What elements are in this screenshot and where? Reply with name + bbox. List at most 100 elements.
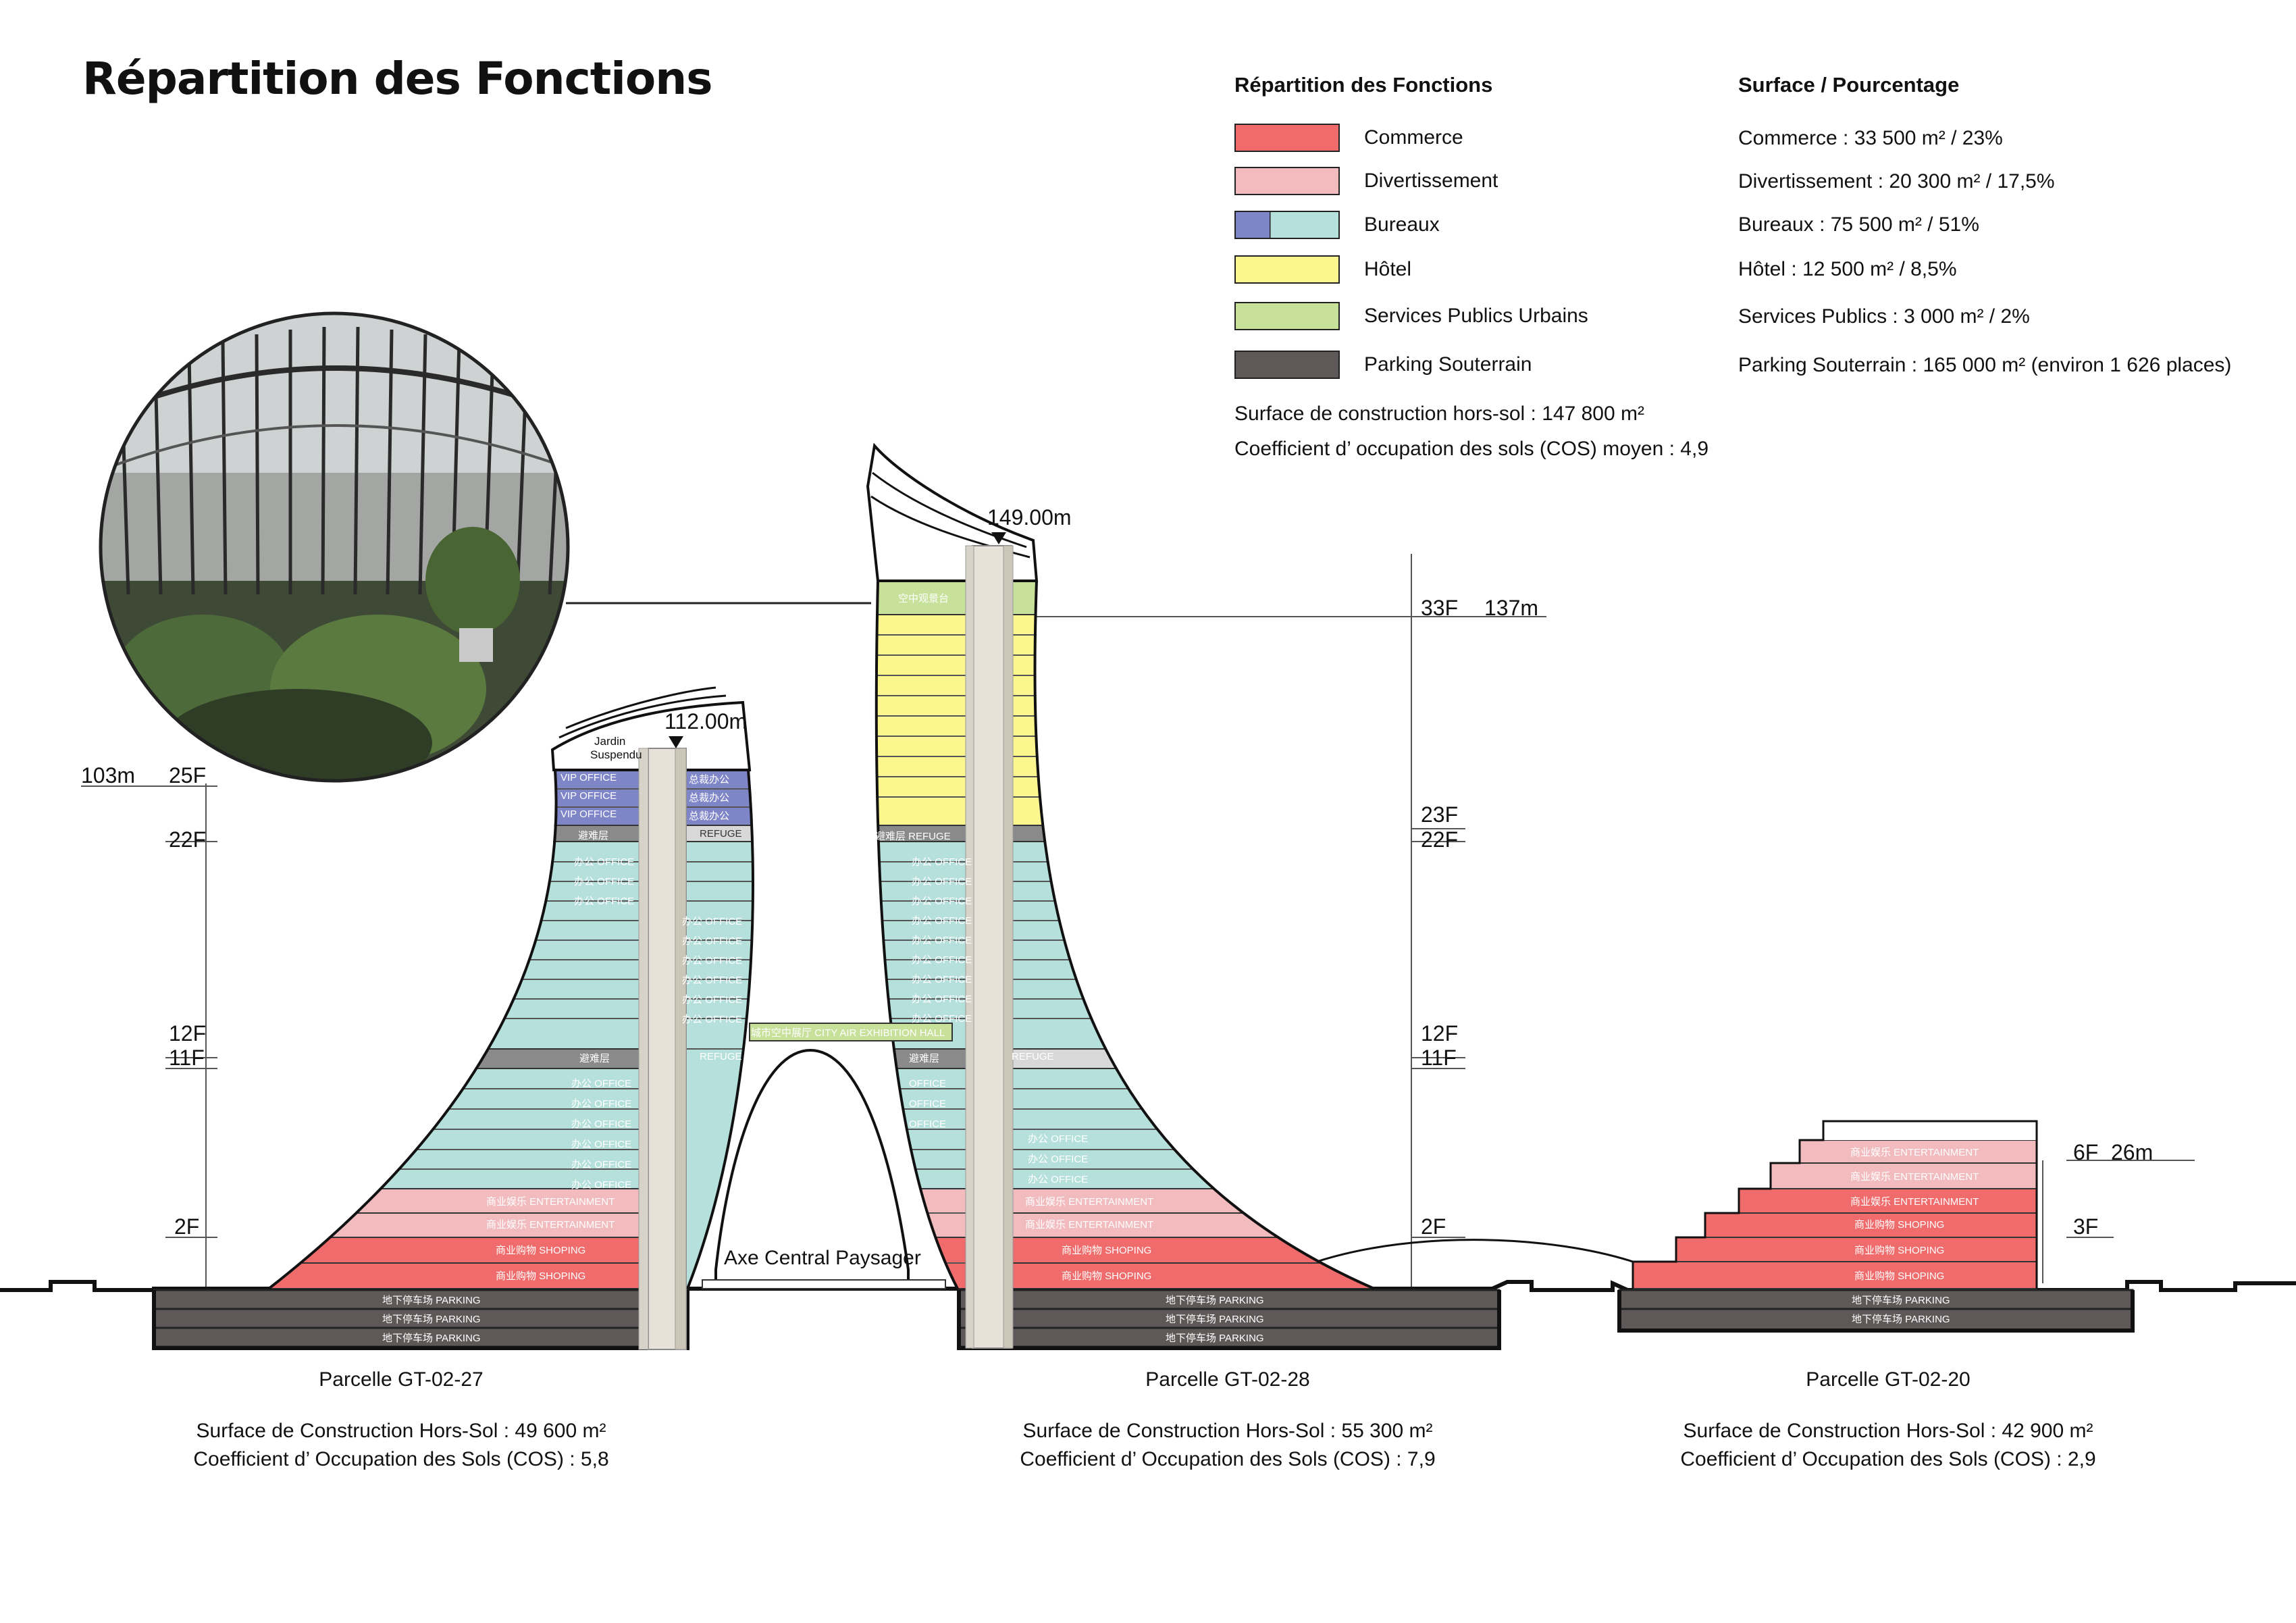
legend-label: Bureaux — [1364, 213, 1440, 236]
tag-parking: 地下停车场 PARKING — [1166, 1295, 1264, 1306]
tag-ceo-2: 总裁办公 — [689, 792, 730, 804]
lot-3-name: Parcelle GT-02-20 — [1806, 1368, 1971, 1391]
stat-commerce: Commerce : 33 500 m² / 23% — [1738, 127, 2003, 149]
level-2f-left: 2F — [174, 1214, 200, 1239]
office-tags-right-b: OFFICE OFFICE OFFICE — [909, 1074, 946, 1135]
tag-shop-left-2: 商业购物 SHOPING — [496, 1270, 586, 1282]
tag-office: 办公 OFFICE — [1028, 1174, 1089, 1185]
legend-row-parking: Parking Souterrain — [1234, 350, 1532, 380]
stat-divertissement: Divertissement : 20 300 m² / 17,5% — [1738, 170, 2055, 192]
legend-label: Commerce — [1364, 126, 1463, 149]
lot-2-name: Parcelle GT-02-28 — [1145, 1368, 1310, 1391]
height-149: 149.00m — [987, 505, 1072, 530]
office-tags-left-b: 办公 OFFICE 办公 OFFICE 办公 OFFICE 办公 OFFICE … — [682, 912, 742, 1029]
tag-office-en: OFFICE — [909, 1098, 946, 1110]
tag-refuge-right: 避难层 REFUGE — [875, 831, 951, 842]
legend-row-bureaux: Bureaux — [1234, 210, 1440, 240]
tag-office: 办公 OFFICE — [682, 955, 743, 967]
tag-shop-low-2: 商业购物 SHOPING — [1854, 1245, 1945, 1256]
tag-shop-right-1: 商业购物 SHOPING — [1062, 1245, 1152, 1256]
lot-1-name: Parcelle GT-02-27 — [319, 1368, 484, 1391]
tag-office: 办公 OFFICE — [912, 1013, 972, 1025]
level-22f-left: 22F — [169, 827, 207, 852]
level-25f: 25F — [169, 763, 207, 788]
office-tags-right-a: 办公 OFFICE 办公 OFFICE 办公 OFFICE 办公 OFFICE … — [912, 852, 972, 1029]
level-22f-right: 22F — [1421, 827, 1459, 852]
tag-refuge-left-core: REFUGE — [700, 828, 742, 840]
tag-ent-left-1: 商业娱乐 ENTERTAINMENT — [486, 1196, 615, 1208]
tag-office: 办公 OFFICE — [574, 856, 635, 868]
tag-office: 办公 OFFICE — [682, 935, 743, 947]
swatch-services — [1234, 302, 1340, 330]
tag-refuge-right-11: REFUGE — [1012, 1051, 1054, 1062]
tag-ceo-3: 总裁办公 — [689, 810, 730, 822]
tag-office: 办公 OFFICE — [682, 994, 743, 1006]
tag-ent-low-2: 商业娱乐 ENTERTAINMENT — [1850, 1171, 1979, 1183]
tag-vip-2: VIP OFFICE — [560, 790, 617, 802]
legend-row-divertissement: Divertissement — [1234, 166, 1498, 196]
tag-office: 办公 OFFICE — [571, 1159, 632, 1170]
legend-row-hotel: Hôtel — [1234, 255, 1411, 284]
jardin-suspendu-label: Jardin Suspendu — [590, 735, 642, 762]
tag-office: 办公 OFFICE — [571, 1139, 632, 1150]
legend-label: Services Publics Urbains — [1364, 305, 1588, 327]
tag-shop-low-1: 商业购物 SHOPING — [1854, 1219, 1945, 1231]
level-103m: 103m — [81, 763, 136, 788]
tag-office: 办公 OFFICE — [571, 1098, 632, 1110]
tag-office: 办公 OFFICE — [1028, 1154, 1089, 1165]
level-2f-right: 2F — [1421, 1214, 1446, 1239]
tag-parking: 地下停车场 PARKING — [382, 1333, 481, 1344]
jardin-label: Jardin — [594, 735, 626, 748]
tag-ent-low-3: 商业娱乐 ENTERTAINMENT — [1850, 1196, 1979, 1208]
level-137m: 137m — [1484, 596, 1539, 620]
tag-refuge-cn-left-11: 避难层 — [579, 1053, 610, 1064]
tag-shop-right-2: 商业购物 SHOPING — [1062, 1270, 1152, 1282]
tag-office: 办公 OFFICE — [574, 896, 635, 907]
level-33f: 33F — [1421, 596, 1459, 620]
office-tags-right-c: 办公 OFFICE 办公 OFFICE 办公 OFFICE — [1028, 1129, 1088, 1190]
level-11f-left: 11F — [169, 1046, 205, 1070]
parking-tags-left: 地下停车场 PARKING 地下停车场 PARKING 地下停车场 PARKIN… — [382, 1291, 481, 1348]
lot-1-cos: Coefficient d’ Occupation des Sols (COS)… — [193, 1448, 609, 1470]
tag-office: 办公 OFFICE — [682, 975, 743, 986]
tag-vip-1: VIP OFFICE — [560, 772, 617, 783]
tag-refuge-cn-left: 避难层 — [578, 830, 609, 842]
tag-office-en: OFFICE — [909, 1078, 946, 1089]
tag-office: 办公 OFFICE — [571, 1078, 632, 1089]
tag-refuge-left-11: REFUGE — [700, 1051, 742, 1062]
tag-office: 办公 OFFICE — [571, 1179, 632, 1191]
tag-office: 办公 OFFICE — [682, 1014, 743, 1025]
tag-office: 办公 OFFICE — [682, 916, 743, 927]
axe-central-label: Axe Central Paysager — [724, 1247, 921, 1269]
tag-vip-3: VIP OFFICE — [560, 808, 617, 820]
tag-ent-right-1: 商业娱乐 ENTERTAINMENT — [1025, 1196, 1154, 1208]
tag-exhibition-hall: 城市空中展厅 CITY AIR EXHIBITION HALL — [751, 1027, 945, 1039]
stat-bureaux: Bureaux : 75 500 m² / 51% — [1738, 213, 1979, 236]
swatch-divertissement — [1234, 167, 1340, 195]
tag-office: 办公 OFFICE — [912, 935, 972, 946]
lot-3-surface: Surface de Construction Hors-Sol : 42 90… — [1683, 1420, 2093, 1442]
level-11f-right: 11F — [1421, 1046, 1457, 1070]
legend-label: Hôtel — [1364, 258, 1412, 280]
tag-office: 办公 OFFICE — [1028, 1133, 1089, 1145]
tag-office: 办公 OFFICE — [912, 954, 972, 966]
level-3f: 3F — [2073, 1214, 2099, 1239]
tag-ent-low-1: 商业娱乐 ENTERTAINMENT — [1850, 1147, 1979, 1158]
tag-office: 办公 OFFICE — [571, 1118, 632, 1130]
legend-row-services: Services Publics Urbains — [1234, 301, 1588, 331]
tag-office: 办公 OFFICE — [574, 876, 635, 887]
tag-office: 办公 OFFICE — [912, 915, 972, 927]
tag-shop-low-3: 商业购物 SHOPING — [1854, 1270, 1945, 1282]
legend-header-functions: Répartition des Fonctions — [1234, 73, 1493, 97]
legend-header-surface: Surface / Pourcentage — [1738, 73, 1960, 97]
tag-office: 办公 OFFICE — [912, 876, 972, 887]
tag-ent-right-2: 商业娱乐 ENTERTAINMENT — [1025, 1219, 1154, 1231]
tag-parking: 地下停车场 PARKING — [1852, 1295, 1950, 1306]
tag-office-en: OFFICE — [909, 1118, 946, 1130]
note-cos-average: Coefficient d’ occupation des sols (COS)… — [1234, 438, 1709, 460]
tag-ceo-1: 总裁办公 — [689, 774, 730, 785]
lot-2-cos: Coefficient d’ Occupation des Sols (COS)… — [1020, 1448, 1436, 1470]
legend-label: Divertissement — [1364, 170, 1498, 192]
office-tags-left-c: 办公 OFFICE 办公 OFFICE 办公 OFFICE 办公 OFFICE … — [571, 1074, 631, 1195]
tag-shop-left-1: 商业购物 SHOPING — [496, 1245, 586, 1256]
